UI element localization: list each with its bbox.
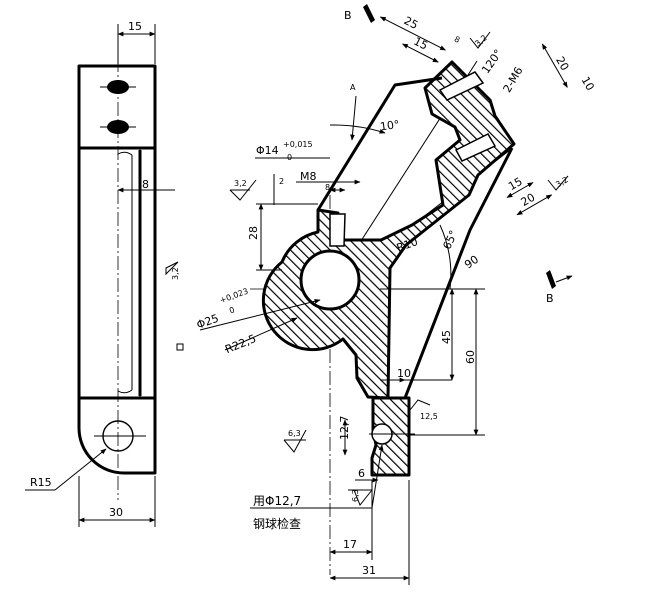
roughness-symbol-2: 6,3 xyxy=(283,429,307,453)
dim-side-30: 30 xyxy=(109,506,123,519)
main-threaded-hole xyxy=(329,213,346,247)
roughness-symbol-5: 3,2 xyxy=(469,31,491,49)
section-mark-top: B xyxy=(344,4,375,23)
svg-text:6: 6 xyxy=(358,467,365,480)
dim-upper-right: 20 10 xyxy=(541,43,597,93)
main-upper-thread-holes xyxy=(438,71,497,162)
svg-text:28: 28 xyxy=(247,226,260,240)
dim-bore-14: Φ14 +0,015 0 2 M8 8 xyxy=(255,140,361,205)
svg-text:Φ25: Φ25 xyxy=(195,312,221,332)
main-lower-arm xyxy=(403,147,514,399)
svg-text:3,2: 3,2 xyxy=(473,33,489,48)
dim-side-15: 15 xyxy=(128,20,142,33)
main-section-body xyxy=(261,60,516,400)
svg-text:12,5: 12,5 xyxy=(420,412,438,421)
roughness-symbol-3: 12,5 xyxy=(409,399,438,421)
main-bore-25 xyxy=(299,249,361,311)
side-view-slot xyxy=(117,148,141,398)
svg-text:+0,015: +0,015 xyxy=(283,140,313,149)
svg-text:0: 0 xyxy=(228,305,236,315)
svg-text:12,7: 12,7 xyxy=(338,416,351,441)
dim-12-7: 12,7 xyxy=(338,416,351,456)
side-view: 15 8 R15 30 3,2 xyxy=(25,20,184,527)
dim-6: 6 xyxy=(355,467,379,483)
dim-90: 90 xyxy=(462,253,481,272)
dim-28: 28 xyxy=(247,203,318,271)
svg-text:8: 8 xyxy=(453,35,462,45)
side-view-outline xyxy=(77,64,157,475)
svg-text:2: 2 xyxy=(279,177,284,186)
svg-text:+0,023: +0,023 xyxy=(219,287,250,306)
dim-angle-10: 10° xyxy=(379,118,400,134)
dim-17: 17 xyxy=(329,480,373,560)
svg-text:20: 20 xyxy=(519,191,538,209)
section-mark-right: B xyxy=(546,270,573,305)
svg-text:10: 10 xyxy=(397,367,411,380)
dim-10-low: 10 xyxy=(388,367,411,383)
svg-text:60: 60 xyxy=(464,350,477,364)
svg-text:0: 0 xyxy=(287,153,292,162)
svg-text:8: 8 xyxy=(325,183,330,192)
dim-angle-120: 120° xyxy=(479,47,505,76)
main-view: B B A 25 15 8 120° 2-M6 20 10 10° xyxy=(195,4,597,585)
roughness-symbol-4: 6,3 xyxy=(348,489,373,506)
dim-right-group: 15 20 xyxy=(506,175,553,216)
svg-text:15: 15 xyxy=(411,35,429,53)
svg-text:17: 17 xyxy=(343,538,357,551)
svg-text:45: 45 xyxy=(440,330,453,344)
note-ball-check-line1: 用Φ12,7 xyxy=(253,494,301,508)
svg-text:M8: M8 xyxy=(300,170,317,183)
svg-text:A: A xyxy=(350,83,356,92)
dim-angle-65: 65° xyxy=(440,228,460,251)
svg-text:Φ14: Φ14 xyxy=(256,144,279,157)
roughness-symbol-6: 3,2 xyxy=(547,175,570,191)
svg-text:15: 15 xyxy=(506,175,525,193)
svg-text:20: 20 xyxy=(553,54,571,73)
svg-text:31: 31 xyxy=(362,564,376,577)
svg-text:3,2: 3,2 xyxy=(234,179,247,188)
dim-31: 31 xyxy=(329,480,410,585)
dim-side-8: 8 xyxy=(142,178,149,191)
svg-text:B: B xyxy=(546,292,554,305)
svg-text:3,2: 3,2 xyxy=(171,267,180,280)
svg-text:R22,5: R22,5 xyxy=(223,332,258,356)
roughness-symbol-1: 3,2 xyxy=(229,179,257,201)
view-arrow-a: A xyxy=(350,83,357,141)
svg-text:6,3: 6,3 xyxy=(351,489,360,502)
main-upper-arm xyxy=(316,76,443,211)
svg-text:10: 10 xyxy=(579,74,597,93)
small-square-mark xyxy=(176,343,184,351)
svg-text:B: B xyxy=(344,9,352,22)
roughness-symbol-side: 3,2 xyxy=(165,261,180,280)
note-ball-check-line2: 钢球检查 xyxy=(253,516,301,531)
svg-text:6,3: 6,3 xyxy=(288,429,301,438)
svg-text:25: 25 xyxy=(402,14,420,32)
dim-side-r15: R15 xyxy=(30,476,52,489)
dim-thread-2m6: 2-M6 xyxy=(501,65,526,95)
dim-top-group: 25 15 8 xyxy=(379,14,462,63)
